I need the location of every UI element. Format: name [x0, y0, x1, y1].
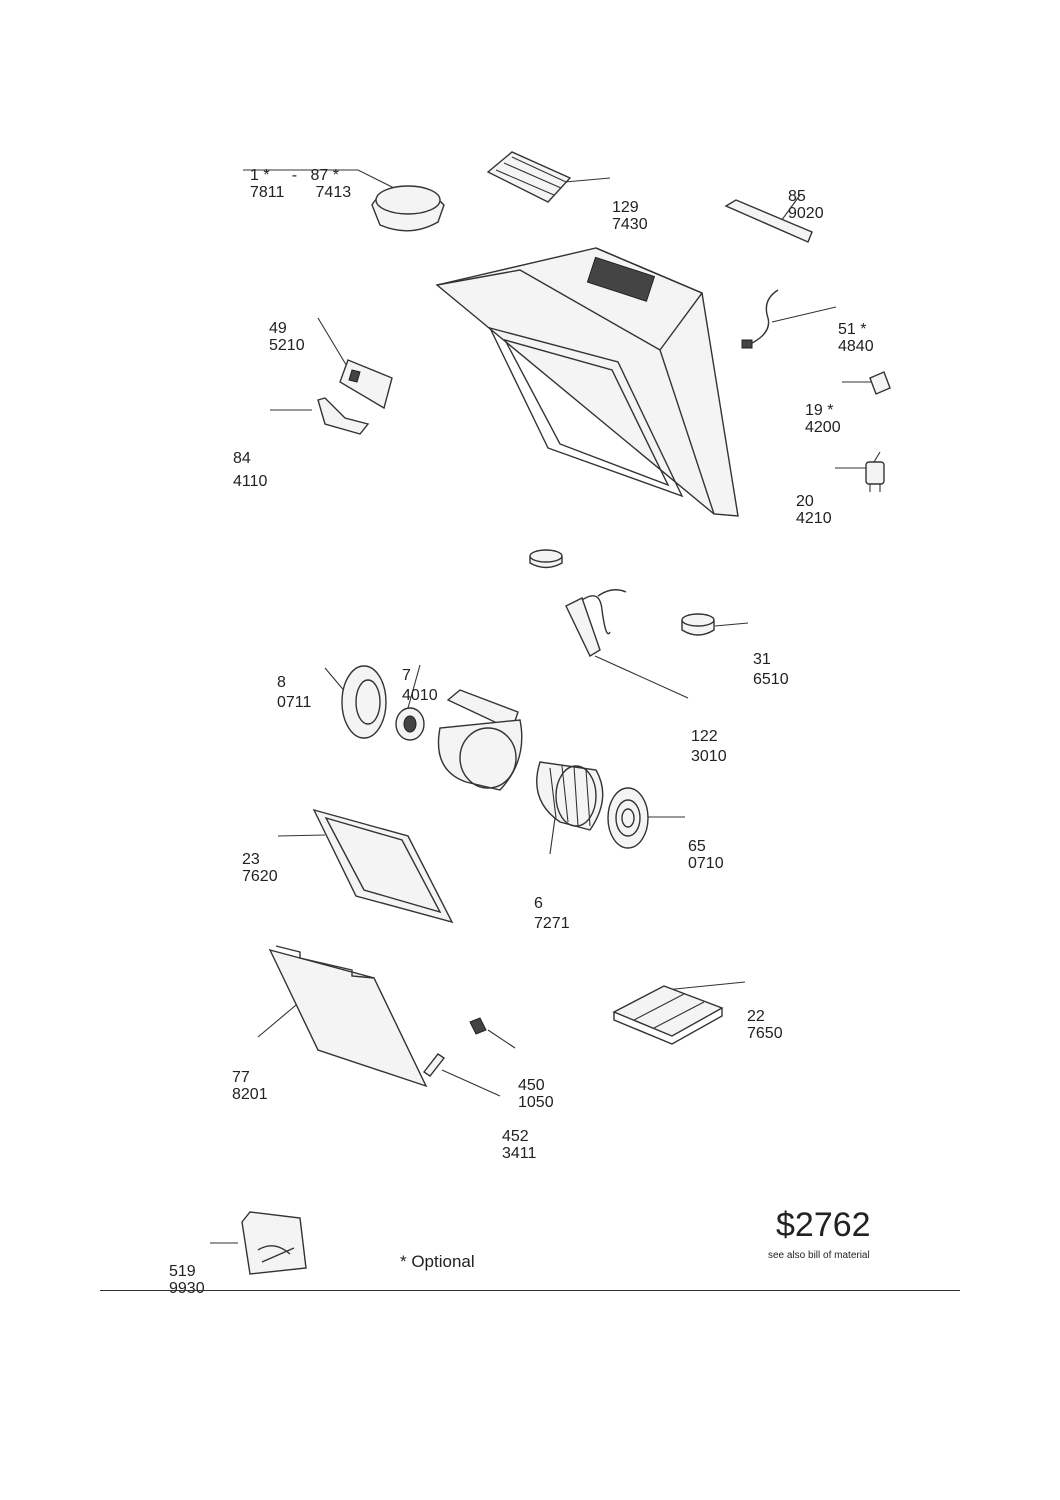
collar-part	[529, 549, 563, 569]
optional-note: * Optional	[400, 1252, 475, 1271]
switch-wiring-part	[565, 589, 627, 657]
hood-body-part	[435, 247, 739, 517]
part-label-optional-top: 1 * - 87 *7811 7413	[250, 167, 352, 201]
blower-housing-part	[437, 689, 523, 791]
collar-31-part	[681, 613, 715, 636]
part-label-51: 51 *4840	[838, 321, 874, 355]
round-carbon-filter-part	[371, 185, 445, 232]
motor-plate-part	[341, 665, 387, 739]
bottom-rule	[100, 1290, 960, 1291]
grease-filter-grid-part	[486, 151, 572, 203]
pin-part	[422, 1053, 446, 1077]
motor-part	[395, 707, 425, 741]
fan-grille-part	[607, 787, 649, 849]
small-cylinder-part	[869, 371, 891, 395]
fan-wheel-part	[536, 761, 604, 831]
capacitor-part	[865, 451, 885, 492]
control-board-part	[339, 359, 393, 410]
bill-of-material-note: see also bill of material	[768, 1250, 870, 1261]
front-panel-part	[268, 945, 428, 1088]
bracket-part	[317, 397, 370, 435]
part-label-19: 19 *4200	[805, 402, 841, 436]
diagram-code: $2762	[776, 1206, 871, 1244]
light-bar-part	[724, 199, 813, 243]
clip-part	[469, 1017, 487, 1035]
leader-lines	[210, 169, 872, 1244]
frame-filter-part	[312, 808, 454, 924]
filter-pad-part	[612, 985, 724, 1045]
accessory-bag-part	[241, 1211, 307, 1275]
cable-part	[741, 289, 779, 349]
